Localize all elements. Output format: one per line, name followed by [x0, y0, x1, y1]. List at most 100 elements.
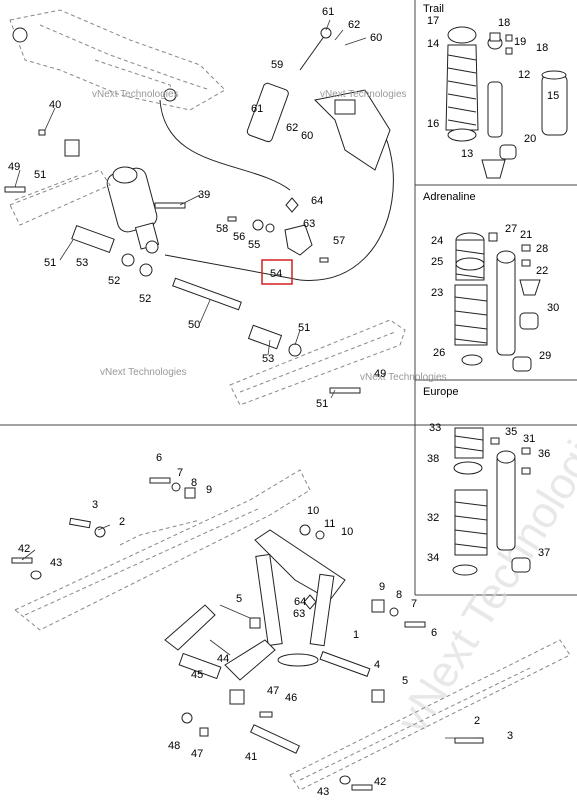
callout-37: 37: [538, 547, 550, 559]
callout-56: 56: [233, 231, 245, 243]
callout-57: 57: [333, 235, 345, 247]
section-title-adrenaline: Adrenaline: [423, 191, 476, 203]
callout-36: 36: [538, 448, 550, 460]
watermark-2: vNext Technologies: [320, 89, 407, 100]
callout-51: 51: [34, 169, 46, 181]
callout-highlighted: 54: [270, 268, 282, 280]
callout-20: 20: [524, 133, 536, 145]
rail-right-top: [229, 319, 406, 406]
callout-31: 31: [523, 433, 535, 445]
callout-27: 27: [505, 223, 517, 235]
callout-62: 62: [348, 19, 360, 31]
callout-43: 43: [317, 786, 329, 798]
callout-48: 48: [168, 740, 180, 752]
callout-51: 51: [298, 322, 310, 334]
callout-7: 7: [177, 467, 183, 479]
callout-51: 51: [44, 257, 56, 269]
callout-40: 40: [49, 99, 61, 111]
callout-53: 53: [76, 257, 88, 269]
callout-3: 3: [507, 730, 513, 742]
callout-8: 8: [396, 589, 402, 601]
trail-shock-parts: [445, 26, 568, 179]
callout-6: 6: [431, 627, 437, 639]
callout-4: 4: [374, 659, 380, 671]
rear-arm-rail-left: [9, 169, 111, 226]
callout-26: 26: [433, 347, 445, 359]
callout-63: 63: [303, 218, 315, 230]
callout-3: 3: [92, 499, 98, 511]
bolts-and-spacers-top: [4, 129, 361, 394]
callout-9: 9: [206, 484, 212, 496]
callout-43: 43: [50, 557, 62, 569]
callout-49: 49: [8, 161, 20, 173]
callout-13: 13: [461, 148, 473, 160]
front-arm-frame: [9, 9, 226, 111]
leader-curve-1: [159, 99, 291, 191]
callout-24: 24: [431, 235, 443, 247]
callout-47: 47: [191, 748, 203, 760]
callout-63: 63: [293, 608, 305, 620]
callout-21: 21: [520, 229, 532, 241]
callout-35: 35: [505, 426, 517, 438]
callout-34: 34: [427, 552, 439, 564]
callout-25: 25: [431, 256, 443, 268]
callout-47: 47: [267, 685, 279, 697]
callout-41: 41: [245, 751, 257, 763]
callout-8: 8: [191, 477, 197, 489]
callout-6: 6: [156, 452, 162, 464]
rear-arm-assembly: [164, 529, 371, 754]
callout-18: 18: [498, 17, 510, 29]
callout-30: 30: [547, 302, 559, 314]
leader-lines: [14, 19, 475, 739]
adrenaline-shock-parts: [454, 232, 541, 372]
watermark-3: vNext Technologies: [100, 367, 187, 378]
callout-23: 23: [431, 287, 443, 299]
callout-55: 55: [248, 239, 260, 251]
callout-46: 46: [285, 692, 297, 704]
callout-45: 45: [191, 669, 203, 681]
callout-12: 12: [518, 69, 530, 81]
callout-18: 18: [536, 42, 548, 54]
callout-64: 64: [311, 195, 323, 207]
callout-62: 62: [286, 122, 298, 134]
callout-2: 2: [119, 516, 125, 528]
callout-16: 16: [427, 118, 439, 130]
bottom-rail-left: [14, 469, 311, 631]
callout-49: 49: [374, 368, 386, 380]
callout-19: 19: [514, 36, 526, 48]
callout-60: 60: [370, 32, 382, 44]
callout-29: 29: [539, 350, 551, 362]
section-title-europe: Europe: [423, 386, 458, 398]
callout-52: 52: [139, 293, 151, 305]
callout-59: 59: [271, 59, 283, 71]
callout-11: 11: [324, 518, 335, 530]
callout-28: 28: [536, 243, 548, 255]
bracket-assembly: [227, 197, 329, 263]
callout-10: 10: [307, 505, 319, 517]
callout-61: 61: [251, 103, 263, 115]
europe-shock-parts: [452, 427, 531, 576]
callout-42: 42: [18, 543, 30, 555]
shock-absorber-front: [106, 166, 160, 254]
callout-61: 61: [322, 6, 334, 18]
callout-7: 7: [411, 598, 417, 610]
watermark-1: vNext Technologies: [92, 89, 179, 100]
callout-10: 10: [341, 526, 353, 538]
section-title-trail: Trail: [423, 3, 444, 15]
upper-shock-59: [246, 27, 391, 171]
callout-9: 9: [379, 581, 385, 593]
callout-44: 44: [217, 653, 229, 665]
callout-58: 58: [216, 223, 228, 235]
callout-38: 38: [427, 453, 439, 465]
callout-32: 32: [427, 512, 439, 524]
callout-64: 64: [294, 596, 306, 608]
callout-42: 42: [374, 776, 386, 788]
callout-51: 51: [316, 398, 328, 410]
callout-22: 22: [536, 265, 548, 277]
highlight-box-54: [261, 259, 293, 285]
watermark-4: vNext Technologies: [360, 372, 447, 383]
callout-50: 50: [188, 319, 200, 331]
